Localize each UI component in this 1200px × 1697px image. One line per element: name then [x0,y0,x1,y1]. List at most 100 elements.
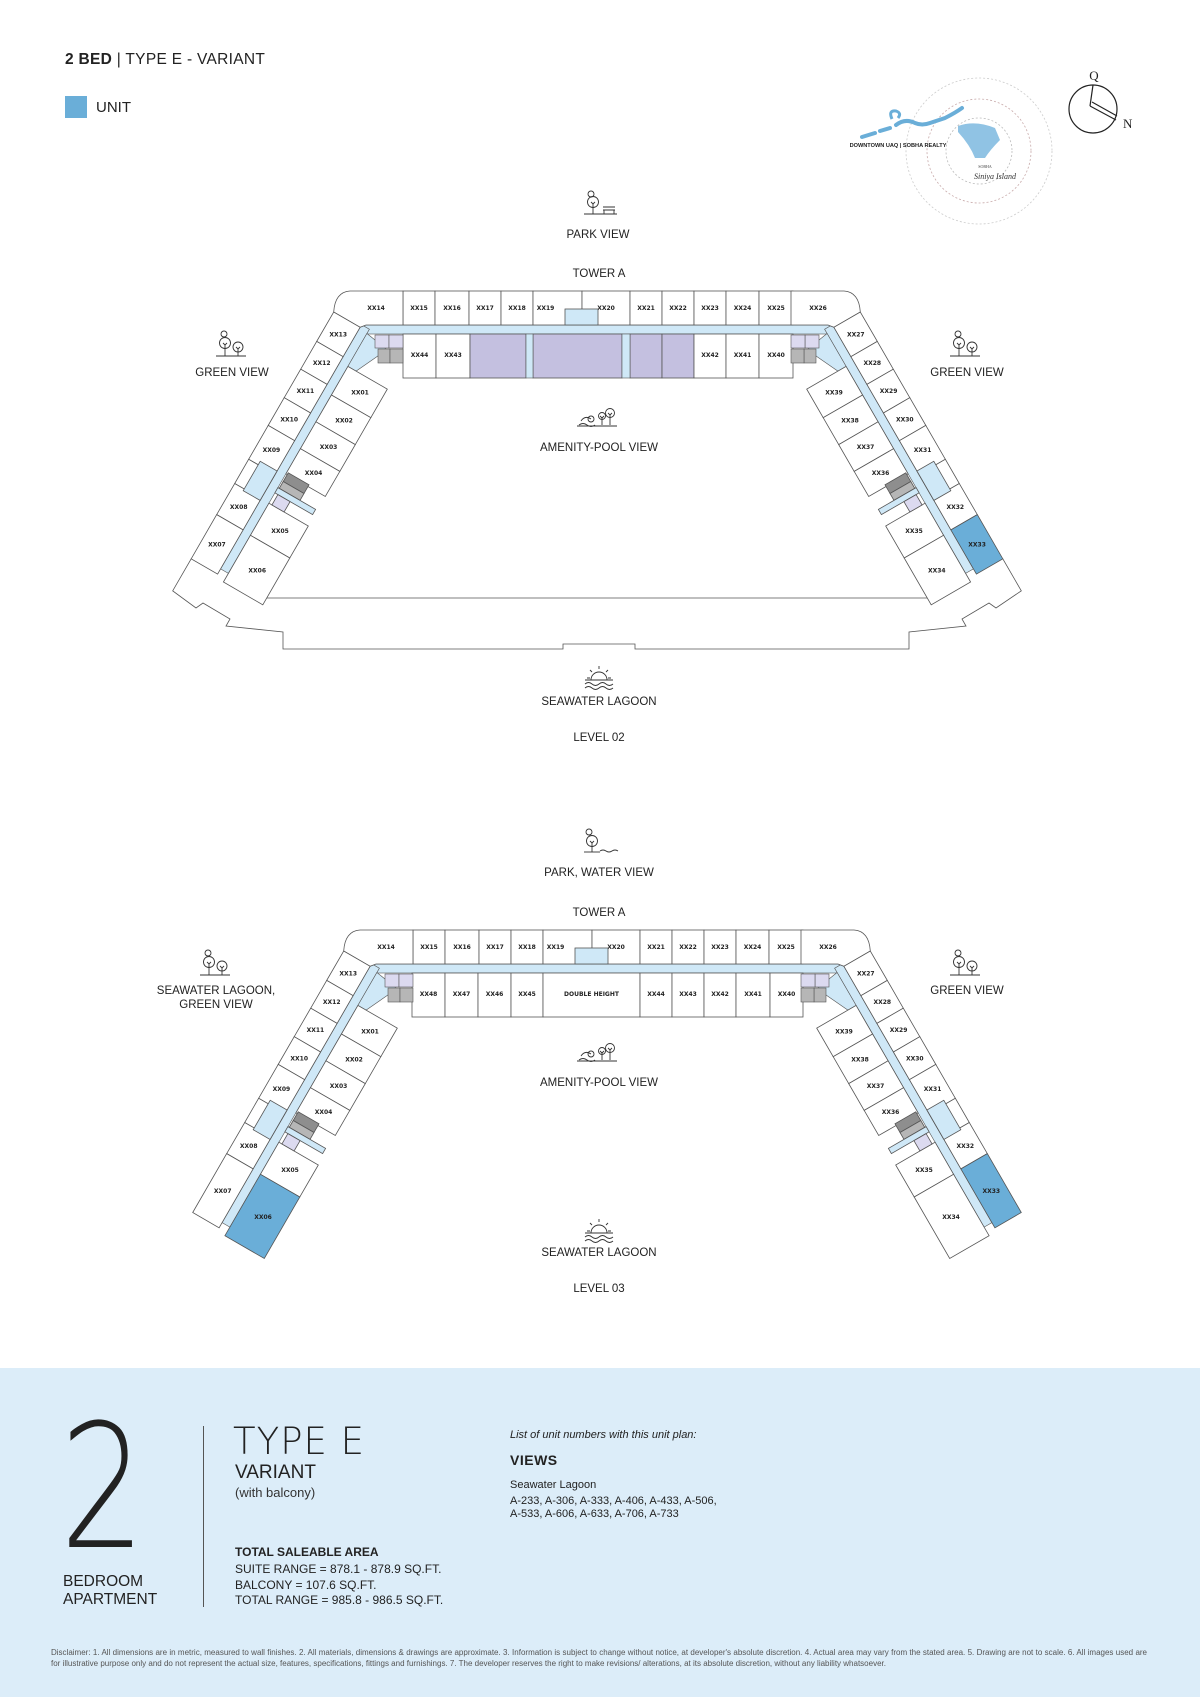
park-view-icon [584,190,617,215]
unit-type-title: TYPE E [233,1420,366,1463]
unit-label: XX15 [420,944,438,951]
unit-xx43 [671,972,705,1018]
unit-label: XX11 [297,388,315,395]
lift-lobby [926,1099,962,1141]
lift [814,973,830,988]
unit-label: XX31 [914,447,932,454]
level-03-left-view-line2: GREEN VIEW [179,999,253,1011]
unit-label: XX12 [313,360,331,367]
unit-xx34 [913,1173,990,1260]
unit-label: XX05 [281,1167,299,1174]
lift [388,334,404,349]
green-view-icon [216,330,246,357]
unit-xx23 [703,929,737,965]
unit-label: XX16 [453,944,471,951]
lift-lobby [564,308,599,326]
amenity-space [469,333,527,379]
unit-label: XX07 [208,541,226,548]
unit-xx25 [758,290,794,326]
unit-xx48 [411,972,446,1018]
unit-xx46 [477,972,512,1018]
unit-xx41 [735,972,771,1018]
unit-label: XX30 [896,416,914,423]
unit-label: XX41 [744,991,762,998]
unit-label: XX34 [942,1214,960,1221]
bed-count: 2 BED [65,51,113,68]
unit-label: XX42 [711,991,729,998]
unit-xx14 [343,929,414,967]
stair [813,987,827,1003]
lift [903,494,923,513]
logo-script-text: Siniya Island [974,172,1017,181]
unit-list-line: A-233, A-306, A-333, A-406, A-433, A-506… [510,1495,717,1507]
level-03-left-view-line1: SEAWATER LAGOON, [156,985,276,997]
unit-label: XX24 [734,305,752,312]
unit-label: XX37 [867,1083,885,1090]
corridor [357,324,837,335]
unit-xx36 [853,448,909,498]
unit-label: XX13 [329,331,347,338]
unit-xx42 [693,333,727,379]
unit-label: XX12 [323,999,341,1006]
lift [790,334,806,349]
unit-label: XX43 [444,352,462,359]
unit-label: XX32 [946,504,964,511]
unit-label: XX09 [263,447,281,454]
view-name: Seawater Lagoon [510,1479,597,1491]
podium-outline [172,558,1022,650]
unit-label: XX26 [809,305,827,312]
unit-label: XX10 [290,1055,308,1062]
unit-label: XX14 [367,305,385,312]
compass-q-label: Q [1089,68,1099,83]
amenity-pool-view-icon [577,408,617,427]
corridor [621,333,631,379]
unit-label: XX22 [669,305,687,312]
lift [271,494,291,513]
unit-xx40 [769,972,804,1018]
level-02-top-view: PARK VIEW [566,229,630,241]
unit-label: XX03 [330,1083,348,1090]
unit-xx26 [800,929,871,967]
stair [399,987,414,1003]
unit-label: XX33 [982,1188,1000,1195]
unit-label: XX04 [315,1109,333,1116]
unit-label: XX37 [857,444,875,451]
bedroom-label: BEDROOM APARTMENT [63,1573,157,1609]
level-03-right-view: GREEN VIEW [930,985,1004,997]
unit-xx41 [725,333,760,379]
lift-lobby [916,460,952,501]
unit-xx24 [735,929,770,965]
lift [804,334,820,349]
unit-label: XX07 [214,1188,232,1195]
area-title: TOTAL SALEABLE AREA [235,1545,379,1559]
unit-xx07 [192,1153,254,1229]
unit-label: XX06 [254,1214,272,1221]
unit-label: XX23 [701,305,719,312]
level-02-bottom-view: SEAWATER LAGOON [541,696,657,708]
lift [398,973,414,988]
logo-brand-text: DOWNTOWN UAQ | SOBHA REALTY [850,143,947,149]
unit-label: XX39 [835,1029,853,1036]
compass-n-label: N [1123,116,1133,131]
unit-label: XX10 [280,416,298,423]
level-03-name: LEVEL 03 [573,1283,625,1295]
type-name: | TYPE E - VARIANT [116,51,266,68]
unit-label: XX26 [819,944,837,951]
unit-label: XX48 [420,991,438,998]
unit-label: XX17 [486,944,504,951]
unit-label: XX02 [335,417,353,424]
unit-label: XX39 [825,390,843,397]
unit-variant: VARIANT [235,1462,316,1483]
suite-range: SUITE RANGE = 878.1 - 878.9 SQ.FT. [235,1562,442,1576]
unit-label: XX16 [443,305,461,312]
stair [389,348,404,364]
unit-label: XX25 [767,305,785,312]
level-03-top-view: PARK, WATER VIEW [544,867,654,879]
unit-label: XX29 [880,388,898,395]
unit-label: XX20 [607,944,625,951]
unit-xx17 [468,290,502,326]
unit-label: XX23 [711,944,729,951]
unit-xx16 [444,929,480,965]
view-icons [200,190,980,1243]
